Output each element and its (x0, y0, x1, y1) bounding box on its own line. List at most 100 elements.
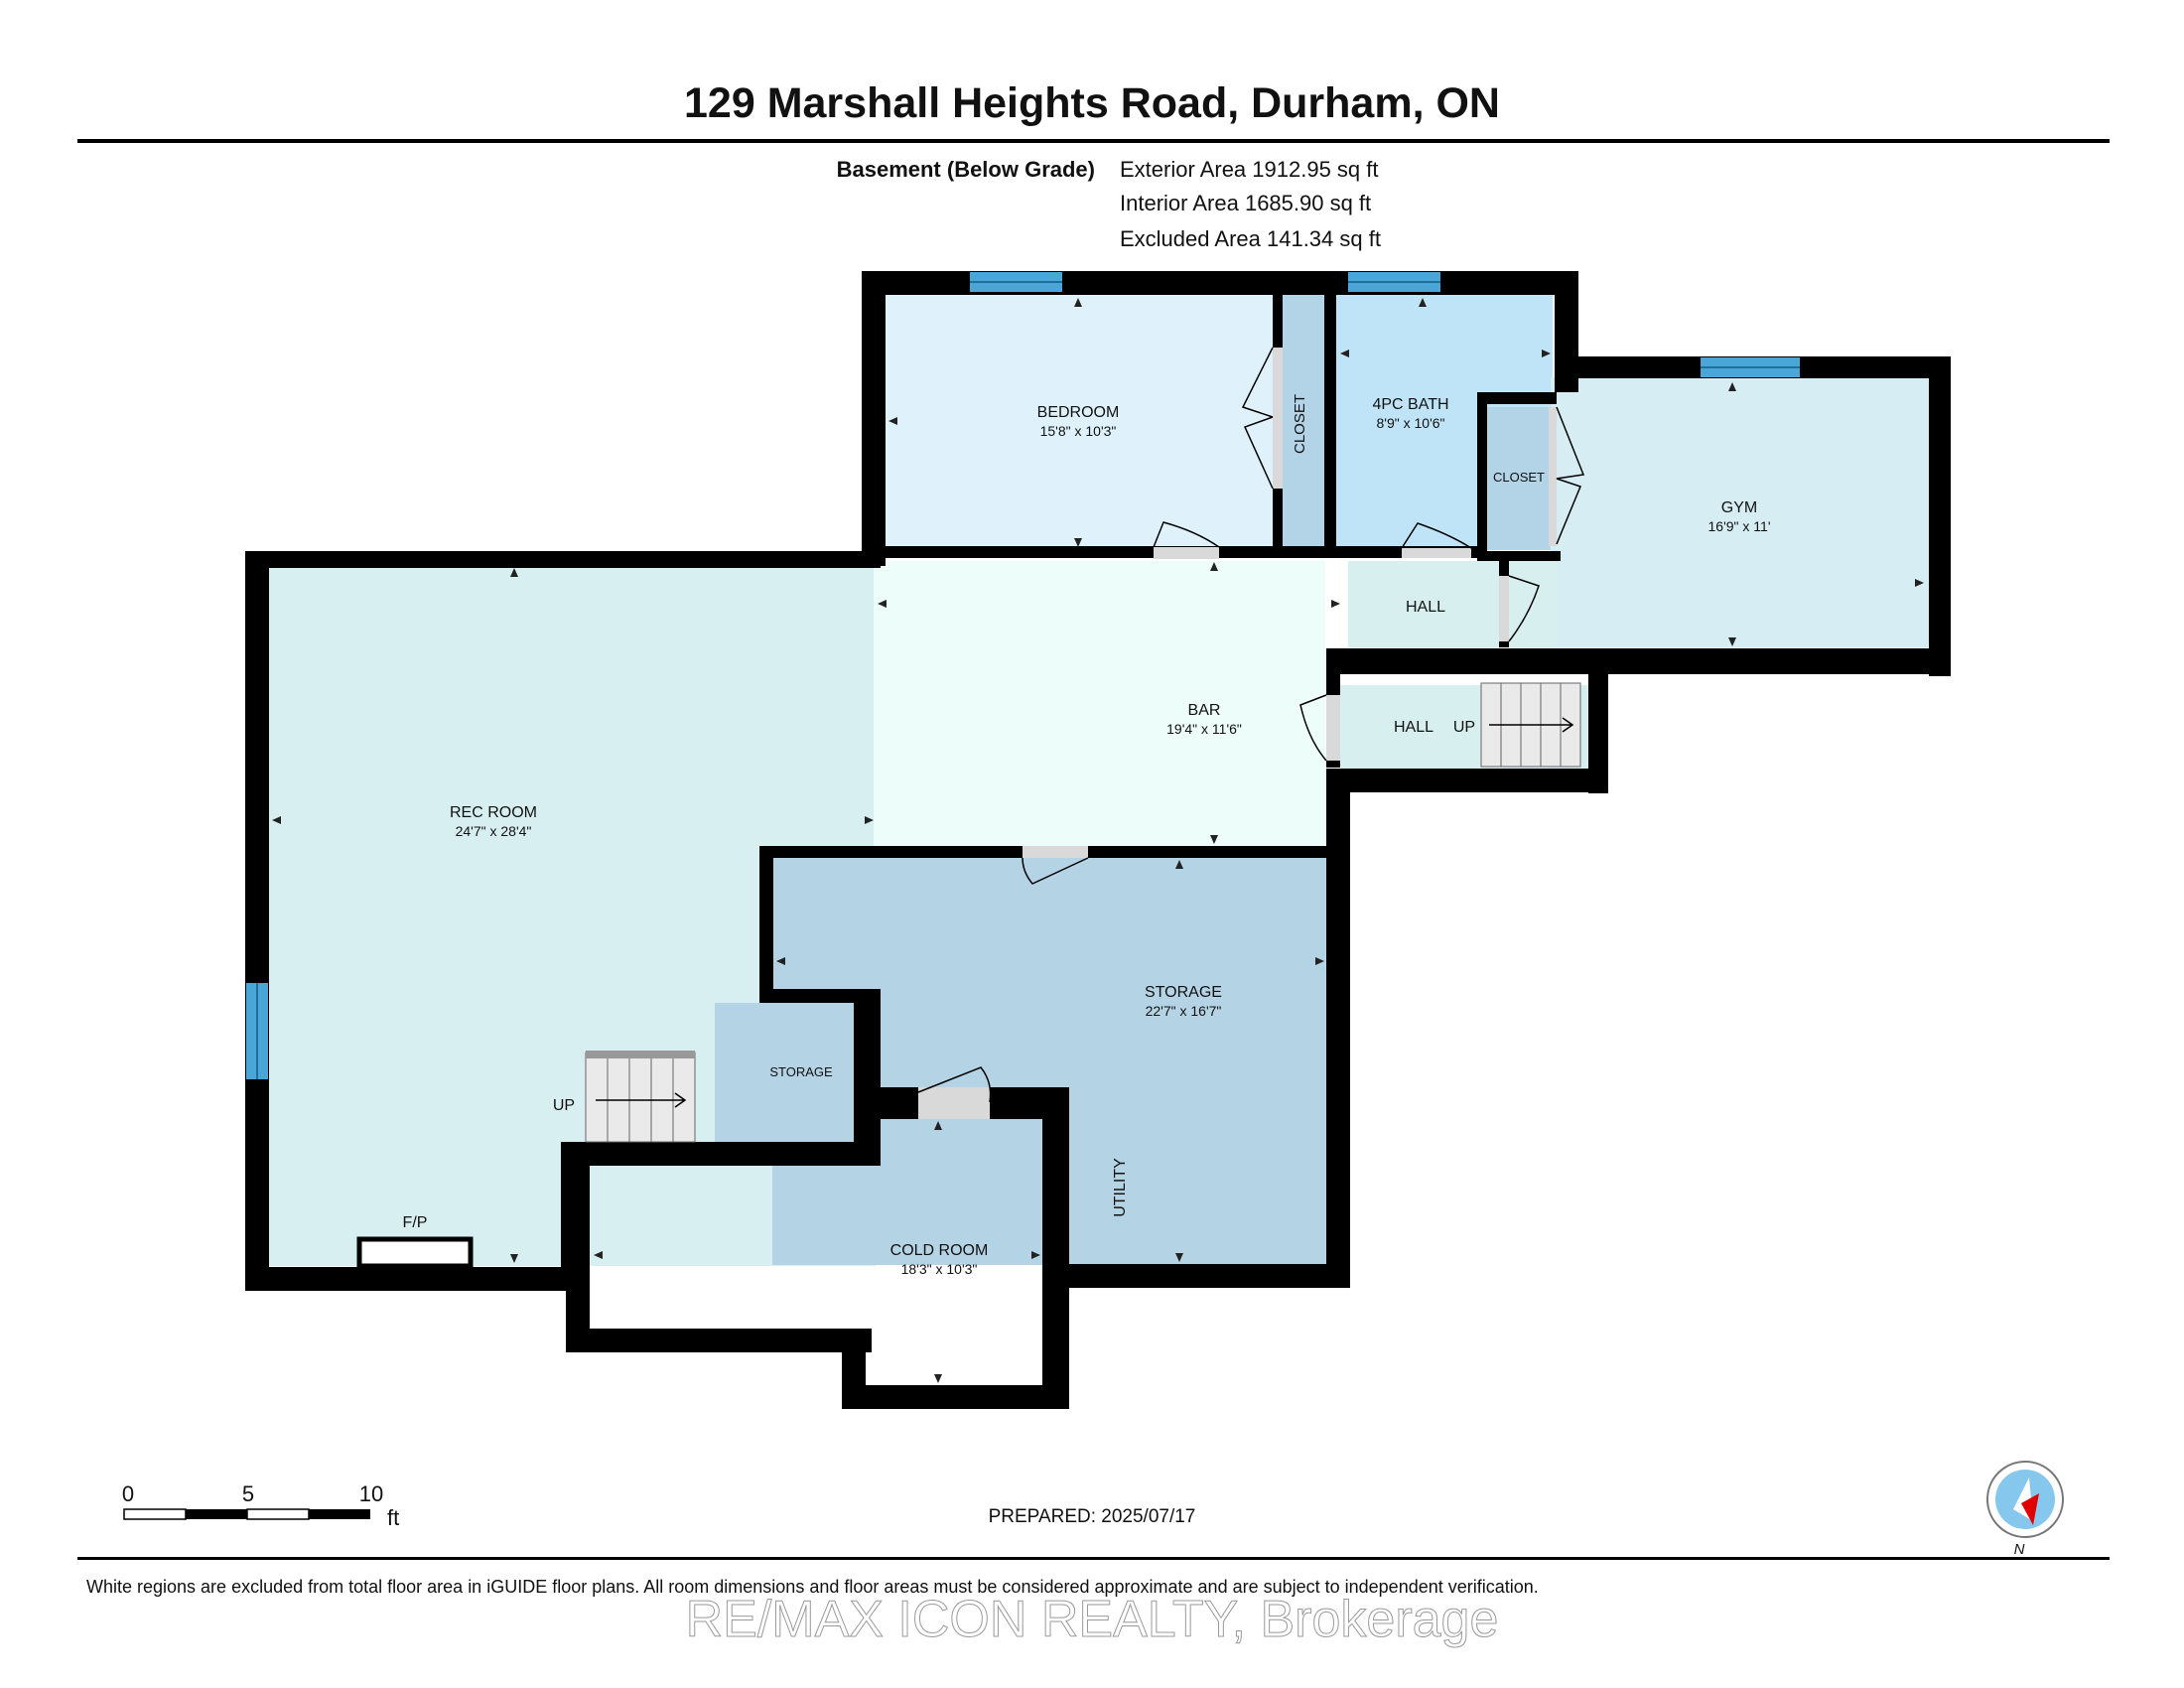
door-swing (917, 1066, 992, 1103)
door-swing (1401, 522, 1472, 549)
stairs-arrow (596, 1092, 687, 1108)
cold-room-label: COLD ROOM (890, 1242, 989, 1259)
scale-unit: ft (387, 1505, 399, 1530)
door-swing (1022, 857, 1089, 885)
bedroom-area (884, 294, 1273, 550)
door-opening (918, 1087, 990, 1119)
scale-bar: 0 5 10 ft (122, 1481, 399, 1530)
scale-tick-5: 5 (242, 1481, 254, 1506)
doors (917, 347, 1585, 1119)
wall (245, 551, 881, 568)
door-opening (1326, 695, 1340, 761)
wall (566, 1329, 872, 1352)
storage-small-label: STORAGE (769, 1064, 833, 1079)
dim-marker (1728, 382, 1736, 391)
door-swing (1556, 406, 1585, 545)
dim-marker (1074, 538, 1082, 547)
wall (862, 271, 886, 566)
wall (854, 989, 881, 1148)
hall-stairs-label: HALL (1394, 719, 1433, 736)
gym-label: GYM (1721, 499, 1757, 516)
rec-room-dims: 24'7" x 28'4" (456, 823, 532, 839)
level-name: Basement (Below Grade) (837, 157, 1095, 182)
bath-label: 4PC BATH (1372, 396, 1448, 413)
door-opening (1273, 348, 1283, 489)
rec-room-area-lower (256, 993, 564, 1266)
footer-rule (77, 1557, 2110, 1560)
wall (759, 846, 773, 1003)
door-opening (1549, 407, 1557, 546)
dim-marker (1331, 600, 1340, 608)
room-fills (256, 294, 1930, 1266)
dimension-markers (272, 298, 1924, 1383)
scale-tick-10: 10 (359, 1481, 383, 1506)
wall (566, 1142, 590, 1352)
dim-marker (1315, 957, 1324, 965)
bedroom-label: BEDROOM (1037, 404, 1120, 421)
wall (1052, 1264, 1350, 1288)
dim-marker (776, 957, 785, 965)
wall (1477, 392, 1557, 404)
wall (1477, 392, 1487, 559)
dim-marker (878, 600, 887, 608)
dim-marker (510, 1254, 518, 1263)
interior-area: Interior Area 1685.90 sq ft (1120, 191, 1371, 215)
stairs-arrow (1489, 717, 1574, 733)
door-opening (1023, 846, 1088, 858)
door-swing (1299, 694, 1327, 762)
closet-bath-label: CLOSET (1493, 470, 1545, 485)
wall (842, 1385, 1069, 1409)
dim-marker (1915, 579, 1924, 587)
up-right-label: UP (1453, 719, 1475, 736)
wall (245, 1267, 581, 1291)
storage-small-area (715, 1003, 850, 1142)
storage-dims: 22'7" x 16'7" (1146, 1003, 1222, 1019)
dim-marker (1419, 298, 1427, 307)
compass-north-label: N (2014, 1541, 2025, 1558)
dim-marker (1031, 1251, 1040, 1259)
up-left-label: UP (553, 1097, 575, 1114)
wall (1042, 1261, 1069, 1409)
hall-upper-label: HALL (1406, 599, 1445, 616)
excluded-area: Excluded Area 141.34 sq ft (1120, 226, 1381, 251)
dim-marker (1074, 298, 1082, 307)
wall (1477, 551, 1561, 561)
header-rule (77, 139, 2110, 143)
dim-marker (510, 568, 518, 577)
stairs-left (585, 1051, 696, 1143)
bedroom-dims: 15'8" x 10'3" (1040, 423, 1117, 439)
wall (1588, 674, 1608, 793)
door-swing (1508, 575, 1540, 642)
stairs-tread (585, 1052, 696, 1143)
scale-segment (123, 1508, 187, 1520)
scale-tick-0: 0 (122, 1481, 134, 1506)
bar-label: BAR (1188, 702, 1221, 719)
dim-marker (594, 1251, 603, 1259)
dim-marker (1210, 562, 1218, 571)
hall-upper-area (1348, 561, 1557, 647)
closet-bath-area (1487, 407, 1551, 550)
wall (566, 1142, 881, 1166)
windows (246, 272, 1800, 1079)
door-opening (1154, 547, 1219, 559)
wall (1326, 648, 1951, 674)
dim-marker (1175, 1253, 1183, 1262)
dim-marker (1728, 637, 1736, 646)
bar-dims: 19'4" x 11'6" (1166, 721, 1242, 737)
closet-bedroom-area (1283, 294, 1324, 550)
compass-icon: N (1986, 1461, 2064, 1558)
cold-room-dims: 18'3" x 10'3" (901, 1261, 978, 1277)
closet-bedroom-label: CLOSET (1292, 394, 1308, 454)
gym-dims: 16'9" x 11' (1708, 518, 1771, 534)
prepared-date: PREPARED: 2025/07/17 (989, 1506, 1196, 1527)
dim-marker (1210, 835, 1218, 844)
wall (245, 551, 269, 1289)
scale-segment (186, 1509, 247, 1519)
scale-segment (309, 1509, 370, 1519)
wall (1042, 1087, 1069, 1286)
wall (759, 989, 881, 1003)
door-swing (1153, 521, 1220, 548)
exterior-area: Exterior Area 1912.95 sq ft (1120, 157, 1379, 182)
storage-label: STORAGE (1145, 984, 1222, 1001)
